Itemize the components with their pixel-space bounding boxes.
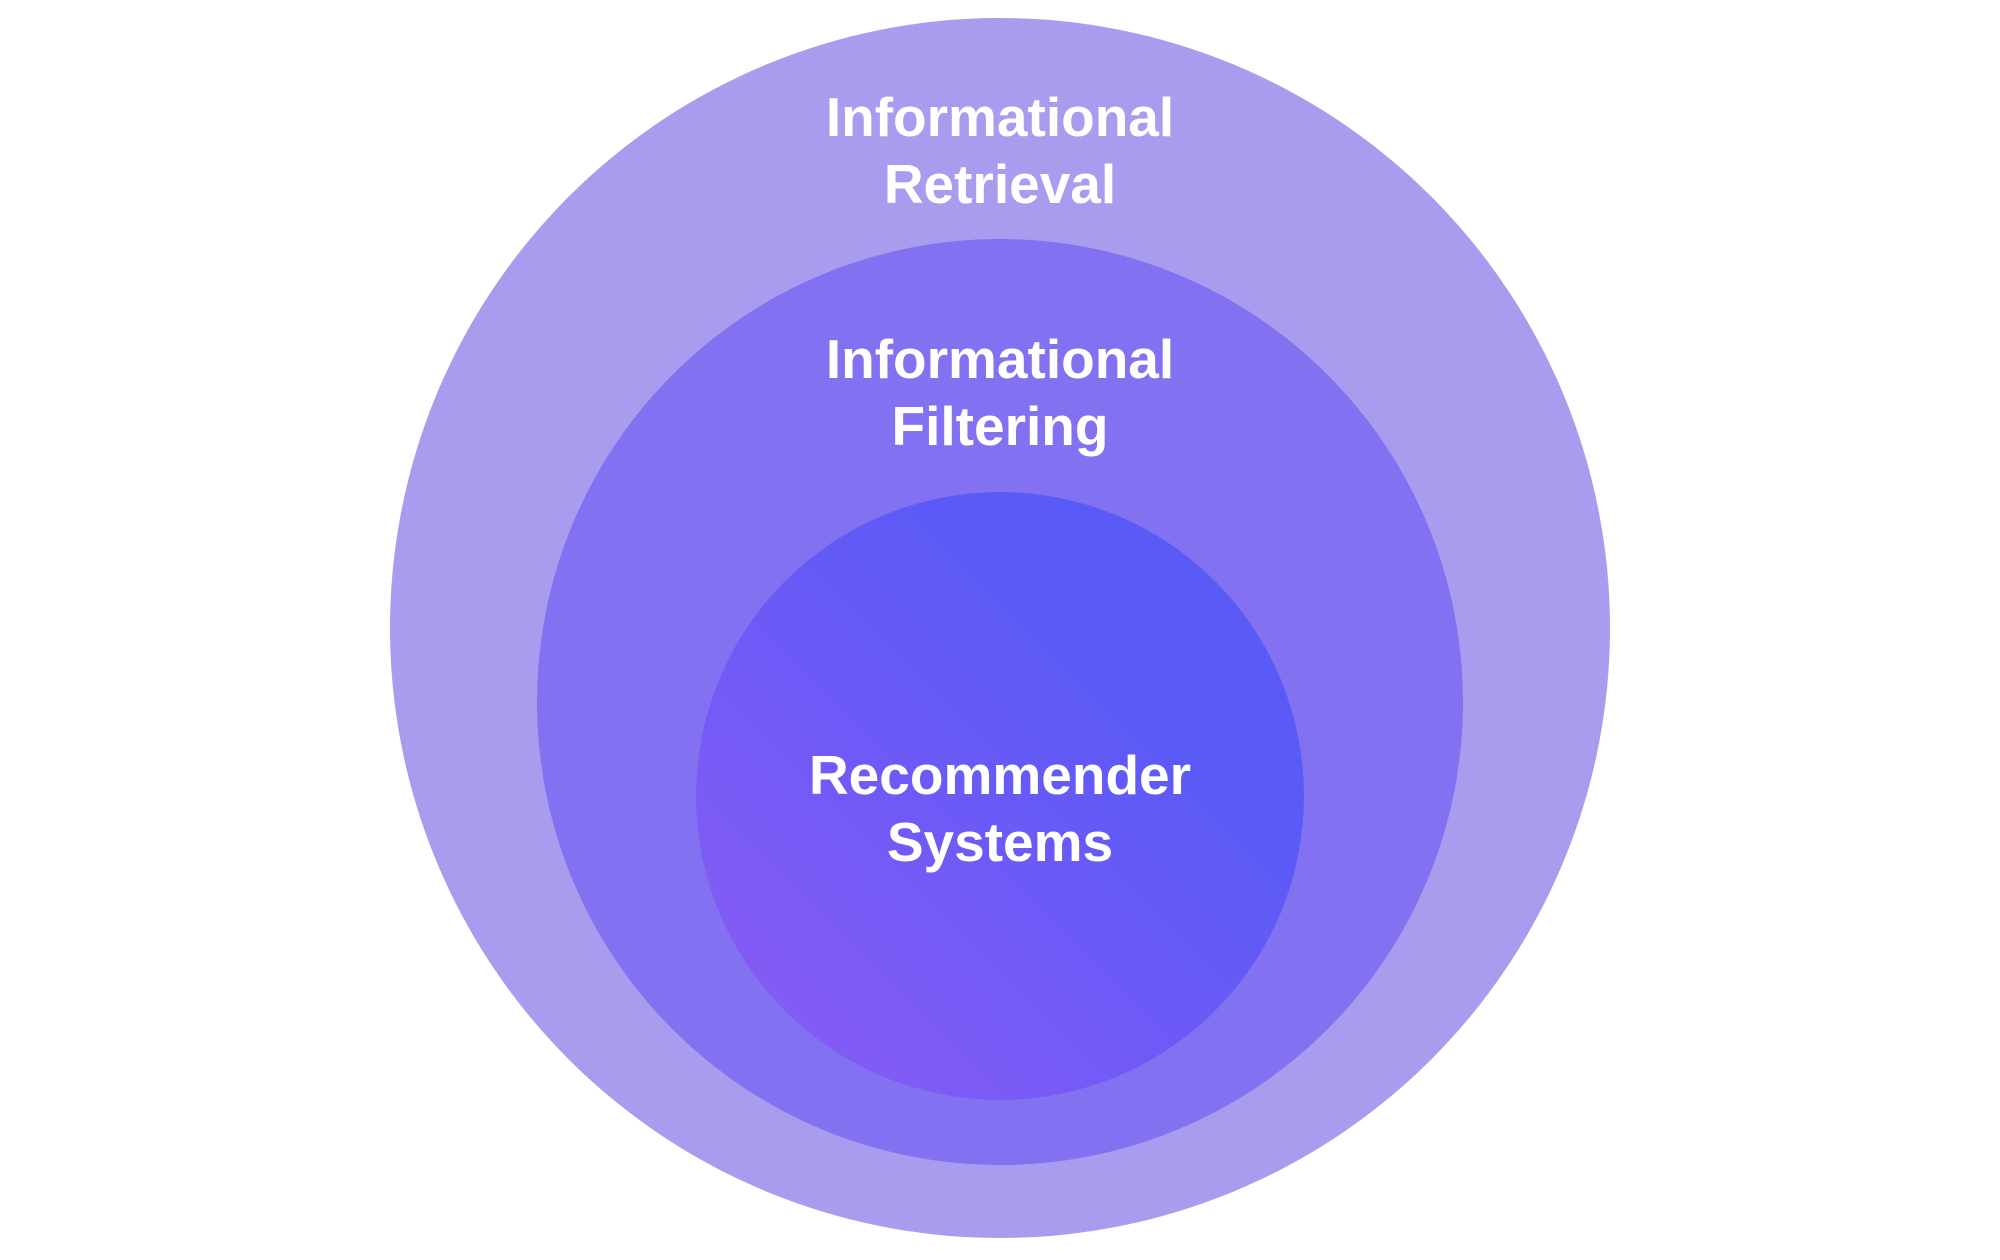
label-informational-retrieval-line1: Informational [825,86,1175,148]
label-recommender-systems: Recommender Systems [0,742,2000,876]
label-informational-filtering-line1: Informational [825,328,1175,390]
label-recommender-systems-line1: Recommender [808,744,1192,806]
circle-recommender-systems [696,492,1304,1100]
label-informational-retrieval: Informational Retrieval [0,84,2000,218]
label-informational-retrieval-line2: Retrieval [883,153,1117,215]
label-informational-filtering: Informational Filtering [0,326,2000,460]
label-informational-filtering-line2: Filtering [891,395,1109,457]
label-recommender-systems-line2: Systems [886,811,1114,873]
